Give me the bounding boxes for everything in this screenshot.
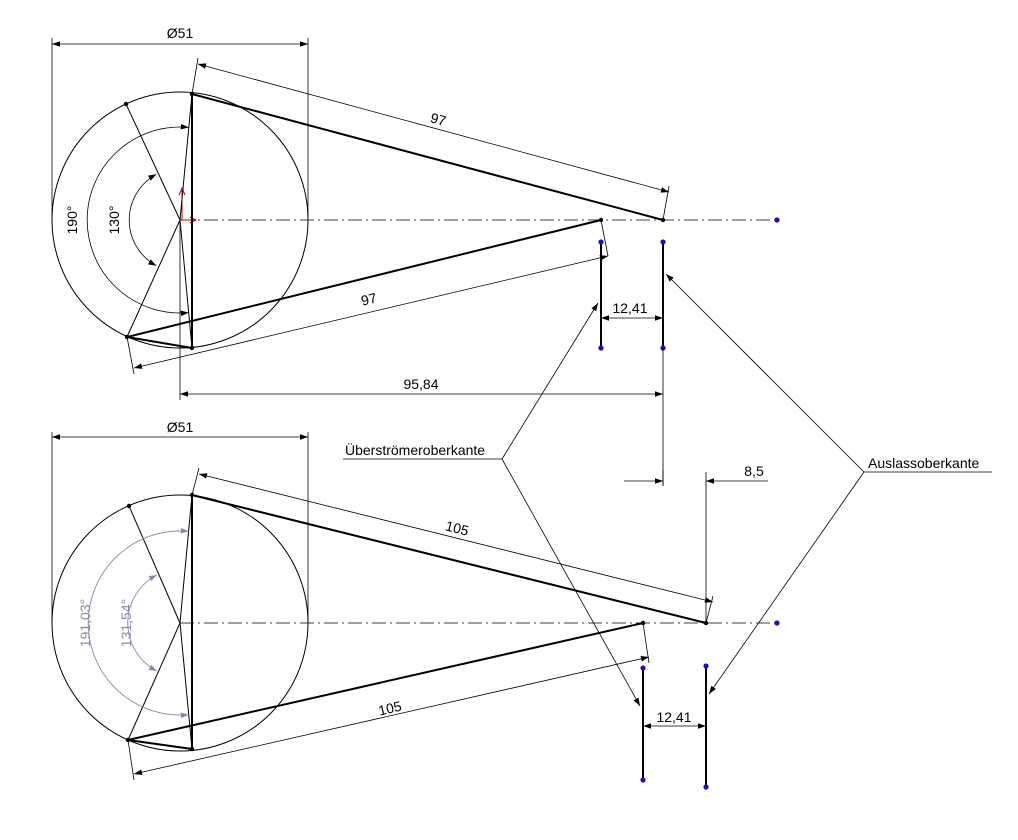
- offset-label: 8,5: [744, 463, 764, 479]
- rod-upper-label-top: 97: [429, 109, 448, 129]
- callout-exhaust-label: Auslassoberkante: [868, 455, 980, 471]
- port-point-top-1: [598, 239, 604, 245]
- rod-upper-bottom: [191, 494, 707, 624]
- point-bottom-4: [189, 746, 195, 752]
- rod-lower-label-bottom: 105: [377, 698, 404, 719]
- point-bottom-2: [126, 503, 132, 509]
- angle-inner-label-top: 130°: [106, 206, 122, 235]
- port-point-bottom-2: [640, 777, 646, 783]
- rod-dim-ext-top-c: [126, 336, 135, 375]
- rod-dim-upper-bottom: [198, 473, 714, 603]
- callout-transfer: Überströmeroberkante: [343, 302, 641, 707]
- radial-line-top-upper: [125, 103, 181, 221]
- chord-line-top-a: [179, 93, 193, 221]
- chord-line-bottom-a: [179, 494, 193, 624]
- port-gap-label-bottom: 12,41: [656, 709, 691, 725]
- rod-lower-top: [126, 219, 602, 338]
- diameter-label-top: Ø51: [167, 25, 194, 41]
- rod-dim-ext-top-d: [600, 219, 609, 257]
- port-point-top-2: [598, 345, 604, 351]
- centerline-end-point-bottom: [774, 620, 780, 626]
- rod-dim-ext-top-a: [191, 57, 199, 95]
- rod-lower-bottom: [127, 622, 644, 741]
- point-top-2: [123, 101, 129, 107]
- callout-transfer-leader-bottom: [501, 458, 641, 707]
- radial-line-bottom-lower: [127, 622, 181, 741]
- callout-exhaust-leader-bottom: [708, 471, 865, 695]
- angle-outer-label-bottom: 191,03°: [77, 599, 93, 647]
- chord-line-bottom-b: [179, 622, 193, 750]
- diameter-label-bottom: Ø51: [167, 419, 194, 435]
- rod-upper-label-bottom: 105: [444, 518, 471, 539]
- angle-arc-inner-top: [128, 173, 157, 267]
- rod-dim-lower-top: [133, 255, 609, 369]
- rod-dim-ext-bottom-a: [191, 467, 200, 496]
- angle-inner-label-bottom: 131,54°: [118, 599, 134, 647]
- callout-exhaust: Auslassoberkante: [665, 273, 992, 695]
- rod-dim-ext-bottom-b: [705, 595, 714, 624]
- rod-lower-label-top: 97: [359, 290, 378, 309]
- rod-dim-ext-bottom-c: [127, 739, 135, 781]
- centerline-end-point-top: [774, 217, 780, 223]
- top-view: Ø51 190° 130° 97 97 12,41 95,84: [51, 25, 780, 486]
- bottom-view: Ø51 191,03° 131,54° 105 105 12,41 8,5: [51, 419, 780, 790]
- callout-transfer-label: Überströmeroberkante: [345, 441, 485, 458]
- chord-line-top-b: [179, 219, 193, 349]
- point-top-4: [189, 345, 195, 351]
- callout-transfer-leader-top: [501, 302, 599, 460]
- rod-dim-upper-top: [197, 63, 670, 193]
- angle-outer-label-top: 190°: [64, 206, 80, 235]
- rod-dim-lower-bottom: [133, 656, 650, 775]
- rod-link-bottom: [127, 739, 193, 750]
- angle-arc-outer-bottom: [87, 527, 189, 719]
- port-gap-label-top: 12,41: [612, 300, 647, 316]
- port-point-bottom-4: [703, 784, 709, 790]
- port-point-top-3: [660, 239, 666, 245]
- distance-label: 95,84: [403, 376, 438, 392]
- radial-line-bottom-upper: [128, 505, 181, 624]
- port-point-bottom-1: [640, 665, 646, 671]
- angle-arc-outer-top: [86, 123, 189, 317]
- port-point-bottom-3: [703, 663, 709, 669]
- callout-exhaust-leader-top: [665, 273, 865, 473]
- radial-line-top-lower: [126, 219, 181, 338]
- rod-upper-top: [191, 93, 664, 221]
